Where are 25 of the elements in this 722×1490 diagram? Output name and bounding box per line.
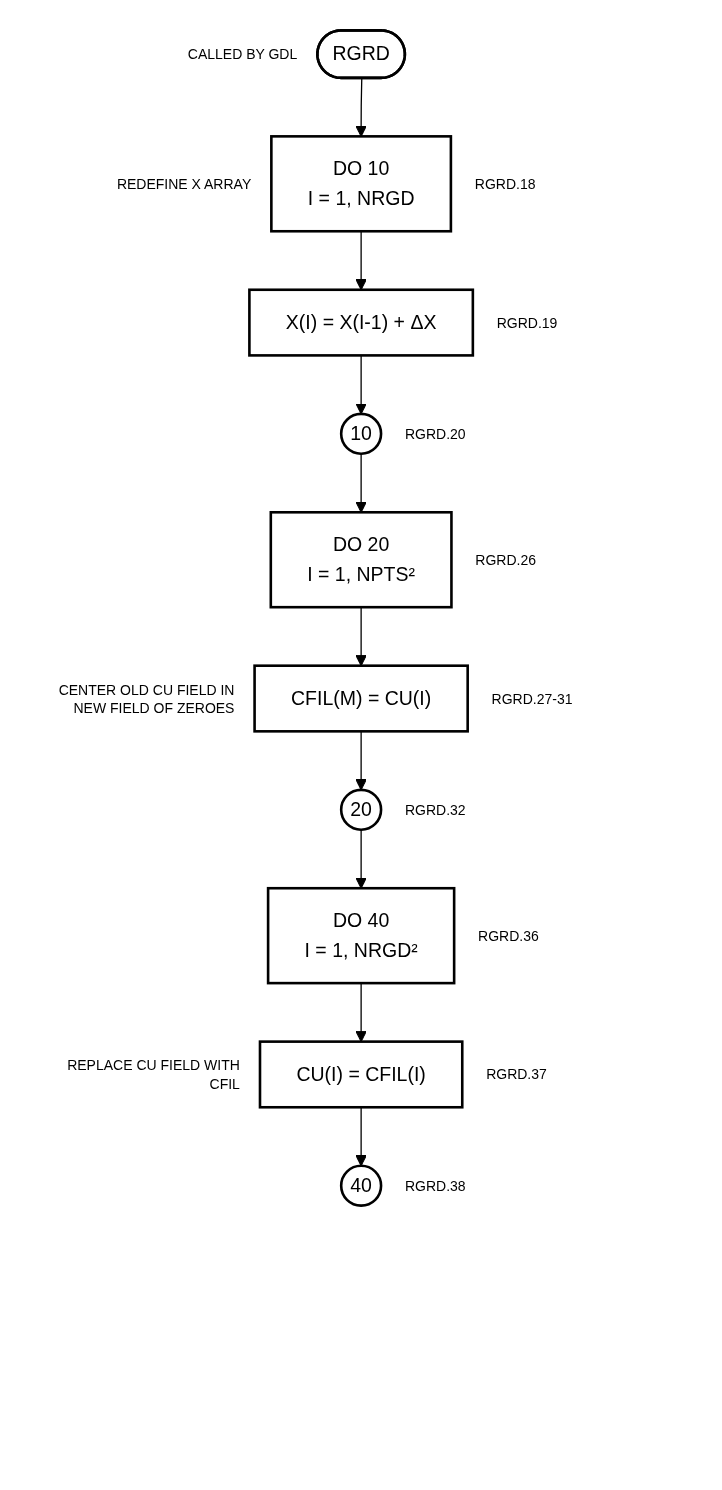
comment-text: REDEFINE X ARRAY — [115, 174, 252, 193]
node-box: DO 40 I = 1, NRGD² — [266, 886, 456, 985]
arrow — [355, 453, 367, 513]
node-box: DO 20 I = 1, NPTS² — [269, 511, 453, 609]
line-reference: RGRD.37 — [486, 1065, 548, 1084]
node-circle: 20 — [339, 788, 383, 832]
node-box: CU(I) = CFIL(I) — [258, 1040, 464, 1109]
line-reference: RGRD.19 — [496, 313, 559, 332]
comment-text: CENTER OLD CU FIELD IN NEW FIELD OF ZEROES — [57, 680, 235, 717]
comment-text: REPLACE CU FIELD WITH CFIL — [66, 1056, 240, 1093]
line-reference: RGRD.27-31 — [491, 689, 574, 708]
line-reference: RGRD.38 — [404, 1176, 467, 1195]
node-box: DO 10 I = 1, NRGD — [269, 135, 453, 233]
arrow — [355, 829, 367, 889]
line-reference: RGRD.32 — [404, 800, 467, 819]
node-circle: 10 — [339, 412, 383, 456]
line-reference: RGRD.20 — [404, 424, 467, 443]
line-reference: RGRD.26 — [475, 550, 537, 569]
node-box: X(I) = X(I-1) + ΔX — [247, 288, 475, 357]
node-circle: 40 — [339, 1164, 383, 1207]
comment-text: CALLED BY GDL — [186, 45, 298, 64]
arrow — [355, 77, 367, 137]
line-reference: RGRD.36 — [478, 926, 540, 945]
node-box: CFIL(M) = CU(I) — [253, 664, 469, 733]
line-reference: RGRD.18 — [474, 174, 537, 193]
